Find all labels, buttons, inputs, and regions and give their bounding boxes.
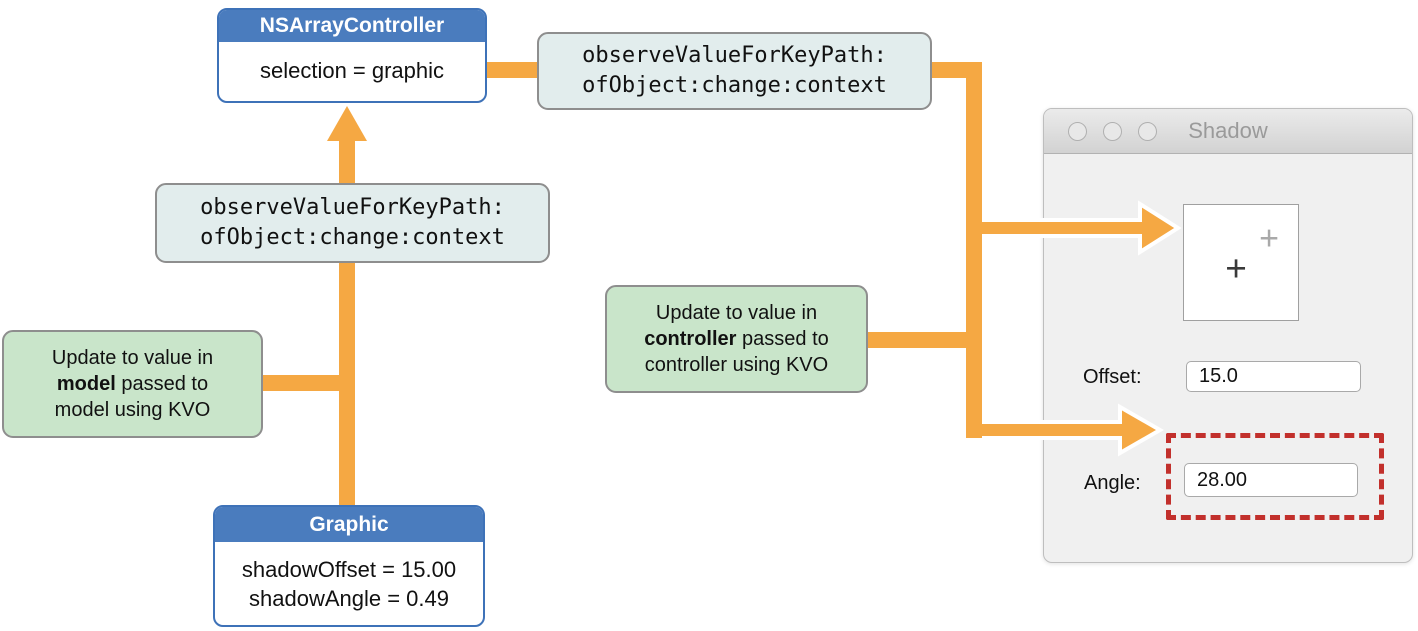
window-title: Shadow bbox=[1188, 118, 1268, 143]
note-line1: Update to value in bbox=[655, 302, 818, 324]
kvo-message-line2: ofObject:change:context bbox=[582, 73, 887, 98]
shadow-origin-crosshair-icon: + bbox=[1225, 248, 1247, 290]
zoom-button[interactable] bbox=[1138, 121, 1157, 141]
shadow-window: Shadow + + Offset: Angle: bbox=[1043, 108, 1413, 563]
shadow-preview-canvas[interactable]: + + bbox=[1183, 204, 1299, 321]
kvo-message-line2: ofObject:change:context bbox=[200, 225, 505, 250]
controller-update-note: Update to value in controller passed to … bbox=[605, 285, 868, 393]
arrow-to-controller bbox=[327, 106, 367, 141]
shadow-window-titlebar[interactable]: Shadow bbox=[1044, 109, 1412, 154]
minimize-button[interactable] bbox=[1103, 121, 1122, 141]
graphic-shadow-offset: shadowOffset = 15.00 bbox=[241, 556, 457, 582]
graphic-shadow-angle: shadowAngle = 0.49 bbox=[249, 585, 449, 611]
model-update-note: Update to value in model passed to model… bbox=[2, 330, 263, 438]
note-line1: Update to value in bbox=[51, 347, 214, 369]
note-line2-rest: passed to bbox=[736, 328, 829, 350]
connector-model-note bbox=[262, 375, 347, 391]
note-bold-word: controller bbox=[644, 328, 737, 350]
nsarraycontroller-title: NSArrayController bbox=[219, 10, 485, 42]
kvo-message-line1: observeValueForKeyPath: bbox=[582, 43, 887, 68]
graphic-title: Graphic bbox=[215, 507, 483, 542]
graphic-model-box: Graphic shadowOffset = 15.00 shadowAngle… bbox=[213, 505, 485, 627]
kvo-message-top-box: observeValueForKeyPath: ofObject:change:… bbox=[537, 32, 932, 110]
angle-input[interactable] bbox=[1184, 463, 1358, 497]
shadow-offset-crosshair-icon: + bbox=[1259, 219, 1279, 258]
note-line2-rest: passed to bbox=[115, 373, 209, 395]
angle-highlight-outline bbox=[1166, 433, 1384, 520]
note-bold-word: model bbox=[56, 373, 116, 395]
kvo-message-mid-box: observeValueForKeyPath: ofObject:change:… bbox=[155, 183, 550, 263]
kvo-message-line1: observeValueForKeyPath: bbox=[200, 195, 505, 220]
offset-label: Offset: bbox=[1083, 366, 1142, 388]
connector-controller-note bbox=[868, 332, 966, 348]
nsarraycontroller-property: selection = graphic bbox=[259, 58, 445, 83]
note-line3: controller using KVO bbox=[644, 354, 829, 376]
angle-label: Angle: bbox=[1084, 472, 1141, 494]
offset-input[interactable] bbox=[1186, 361, 1361, 392]
nsarraycontroller-box: NSArrayController selection = graphic bbox=[217, 8, 487, 103]
close-button[interactable] bbox=[1068, 121, 1087, 141]
note-line3: model using KVO bbox=[54, 399, 211, 421]
